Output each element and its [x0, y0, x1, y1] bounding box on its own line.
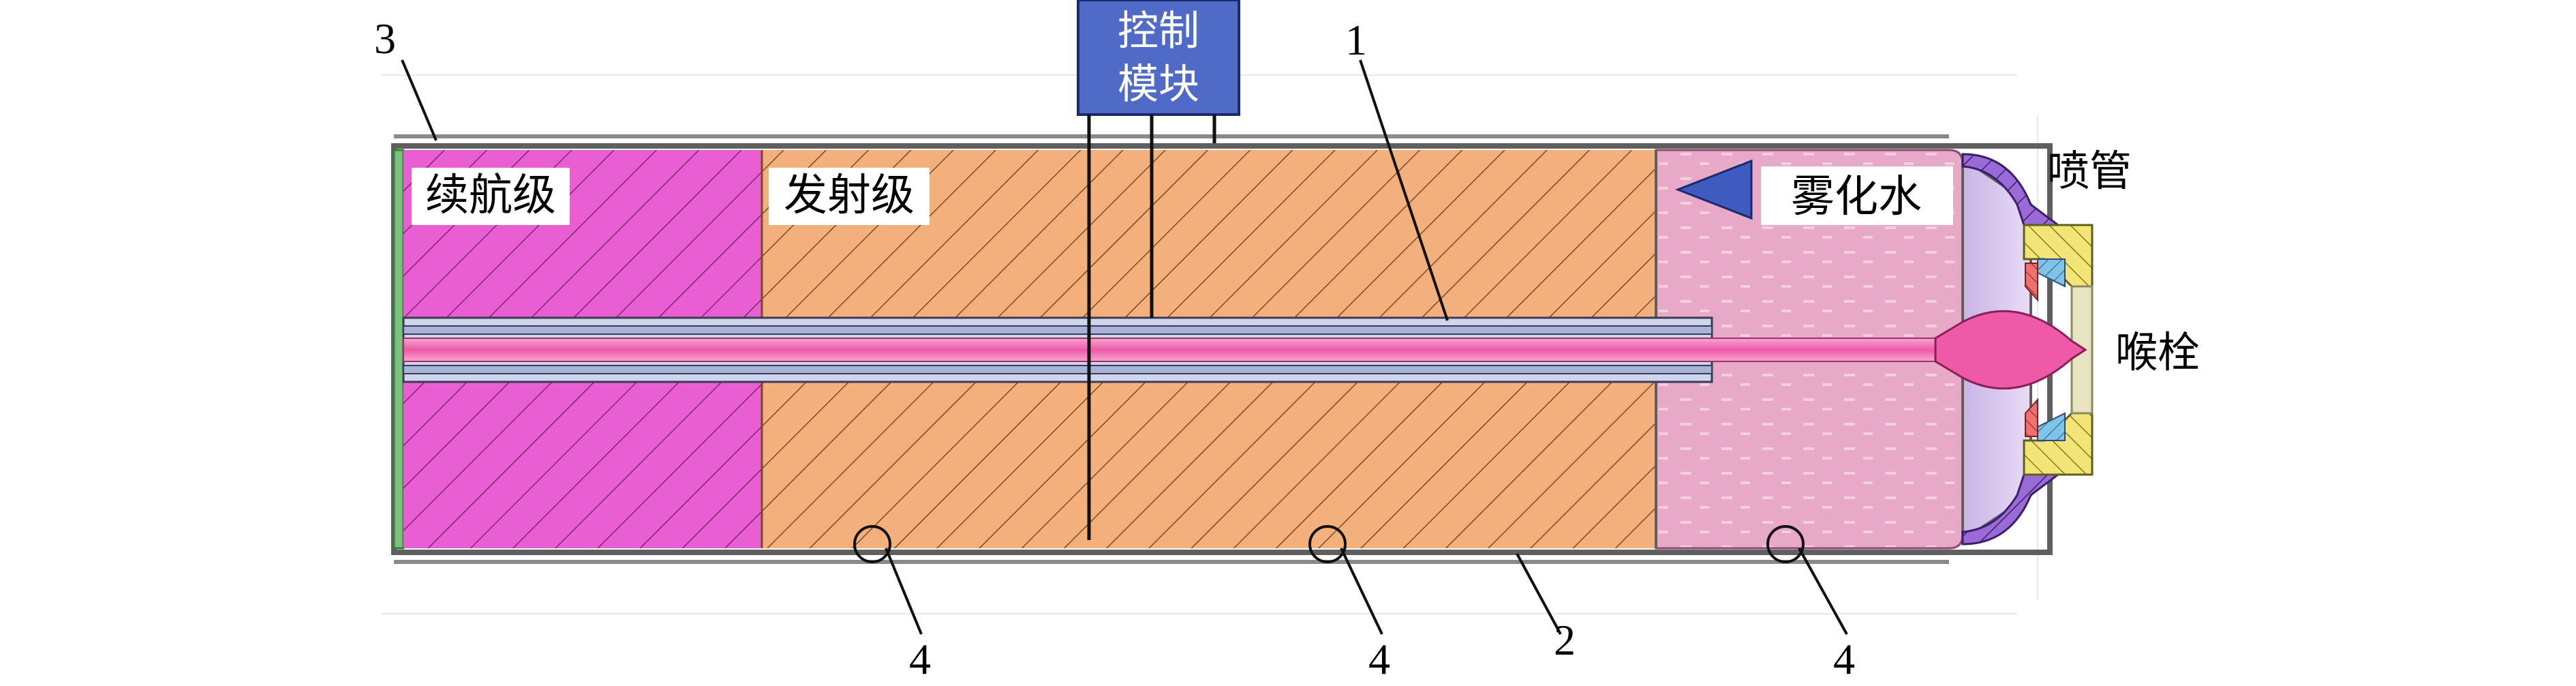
cruise-stage-label: 续航级	[425, 170, 556, 221]
pintle-rod	[403, 338, 1944, 362]
cruise-stage-label-bg	[412, 168, 570, 225]
joint-marker-2	[1308, 525, 1347, 563]
launch-stage-grain-bottom	[762, 382, 1656, 548]
callout-1: 1	[1345, 16, 1367, 64]
joint-marker-3	[1766, 525, 1805, 563]
joint-marker-1	[853, 525, 891, 563]
nozzle-label: 喷管	[2047, 146, 2132, 196]
pintle-head	[1934, 310, 2087, 390]
atomized-water-label-bg	[1761, 166, 1953, 225]
callout-4-b: 4	[1368, 635, 1390, 683]
atomized-water-marker	[1674, 159, 1753, 220]
end-cap	[393, 149, 405, 550]
control-wires	[1087, 115, 1216, 540]
atomized-water-label: 雾化水	[1791, 172, 1922, 222]
central-tube-inner-top	[403, 325, 1713, 335]
cruise-stage-grain-bottom	[403, 382, 762, 548]
control-module-label-line1: 控制	[1118, 8, 1199, 55]
callout-3: 3	[374, 14, 396, 63]
control-module-box	[1077, 0, 1240, 116]
control-module-label-line2: 模块	[1118, 61, 1199, 108]
central-tube-inner-bottom	[403, 365, 1713, 374]
pintle-label: 喉栓	[2115, 327, 2200, 377]
callout-2: 2	[1554, 616, 1576, 664]
callout-4-c: 4	[1833, 635, 1855, 683]
launch-stage-label: 发射级	[784, 170, 915, 221]
callout-4-a: 4	[909, 635, 931, 683]
throat-liner-red-bottom	[2025, 398, 2038, 437]
throat-liner-red-top	[2025, 263, 2038, 302]
callout-leaders	[401, 59, 1848, 635]
launch-stage-label-bg	[769, 168, 930, 225]
